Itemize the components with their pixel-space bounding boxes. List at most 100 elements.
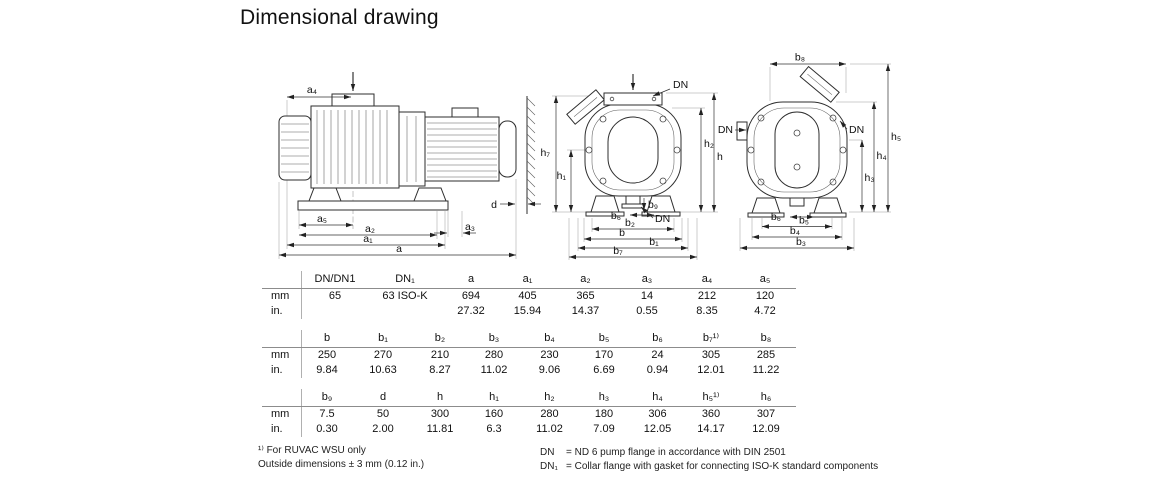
table-cell <box>262 389 302 406</box>
value-cell: 120 <box>755 290 775 302</box>
value-cell: 270 <box>373 349 393 361</box>
value-cell: 694 <box>461 290 481 302</box>
dim-label-h4: h₄ <box>877 150 887 162</box>
value-cell: 2.00 <box>372 423 394 435</box>
value-cell <box>368 304 442 319</box>
column-header: h₄ <box>652 391 663 403</box>
mounting-base <box>297 200 449 211</box>
dim-label-dn-bottom: DN <box>655 213 670 225</box>
casing-outline <box>566 89 682 217</box>
table-row-in: in. 0.30 2.00 11.81 6.3 11.02 7.09 12.05… <box>262 422 796 437</box>
column-header: b <box>323 332 331 344</box>
foot <box>413 187 447 202</box>
drain-port <box>625 195 641 205</box>
column-header: b₁ <box>378 332 388 344</box>
pump-bore <box>607 116 659 184</box>
column-header: h₃ <box>598 391 610 403</box>
dimensional-drawing: a₄ a₅ a₂ a₁ a a₃ d <box>278 52 901 260</box>
value-cell: 11.81 <box>426 423 454 435</box>
dim-label-b3: b₃ <box>796 236 806 248</box>
table-group-a: DN/DN1 DN₁ a a₁ a₂ a₃ a₄ a₅ mm 65 63 ISO… <box>262 271 796 319</box>
dim-label-a5: a₅ <box>317 213 327 225</box>
column-header: b₉ <box>321 391 333 403</box>
value-cell: 285 <box>756 349 776 361</box>
column-header: DN/DN1 <box>314 273 356 285</box>
value-cell: 11.02 <box>536 423 563 435</box>
column-header: h₂ <box>544 391 555 403</box>
value-cell: 9.06 <box>538 364 561 376</box>
dimensions-table: DN/DN1 DN₁ a a₁ a₂ a₃ a₄ a₅ mm 65 63 ISO… <box>262 271 796 448</box>
value-cell: 6.3 <box>486 423 502 435</box>
table-row-mm: mm 65 63 ISO-K 694 405 365 14 212 120 <box>262 289 796 304</box>
page-title: Dimensional drawing <box>240 6 439 29</box>
value-cell: 212 <box>697 290 717 302</box>
dim-label-b7: b₇ <box>613 245 623 257</box>
value-cell: 11.22 <box>752 364 780 376</box>
table-header-row: b₉ d h h₁ h₂ h₃ h₄ h₅¹⁾ h₆ <box>262 389 796 407</box>
column-header: b₆ <box>652 332 663 344</box>
pump-outline <box>278 93 536 214</box>
value-cell: 365 <box>576 290 595 302</box>
footnotes-right: DN= ND 6 pump flange in accordance with … <box>540 446 878 474</box>
dimension-lines <box>735 61 891 251</box>
column-header: a <box>467 273 475 285</box>
dim-label-h: h <box>717 151 723 163</box>
value-cell: 12.01 <box>697 364 725 376</box>
table-cell <box>262 271 302 288</box>
dim-label-a1: a₁ <box>363 233 373 245</box>
motor-end-cap <box>498 120 517 178</box>
inlet-flange <box>331 93 375 107</box>
column-header: d <box>379 391 387 403</box>
unit-label: in. <box>262 363 302 378</box>
pump-bore <box>774 111 820 189</box>
dim-label-d: d <box>491 199 497 211</box>
unit-label: mm <box>262 407 302 422</box>
value-cell: 50 <box>376 408 390 420</box>
value-cell: 15.94 <box>513 305 542 317</box>
dim-label-h5: h₅ <box>891 131 901 143</box>
table-header-row: b b₁ b₂ b₃ b₄ b₅ b₆ b₇¹⁾ b₈ <box>262 330 796 348</box>
value-cell: 12.05 <box>643 423 672 435</box>
column-header: a₅ <box>759 273 771 285</box>
dim-label-h2: h₂ <box>704 138 714 150</box>
value-cell: 4.72 <box>754 305 776 317</box>
footnote-dn1: DN₁= Collar flange with gasket for conne… <box>540 460 878 474</box>
value-cell: 405 <box>518 290 537 302</box>
column-header: a₂ <box>580 273 591 285</box>
value-cell: 6.69 <box>593 364 615 376</box>
unit-label: in. <box>262 304 302 319</box>
value-cell: 160 <box>484 408 504 420</box>
dimension-lines <box>279 72 541 258</box>
casing-outline <box>736 65 848 218</box>
column-header: a₄ <box>701 273 713 285</box>
dim-label-h3: h₃ <box>865 172 875 184</box>
drain-port <box>789 197 805 207</box>
value-cell: 307 <box>756 408 776 420</box>
value-cell: 7.5 <box>319 408 335 420</box>
value-cell: 170 <box>594 349 614 361</box>
value-cell: 63 ISO-K <box>382 290 428 302</box>
front-view: DN h₇ h₁ h₂ h b₆ b₉ DN b₂ b b₁ b₇ <box>541 74 723 260</box>
column-header: b₄ <box>544 332 555 344</box>
value-cell: 306 <box>648 408 667 420</box>
dim-label-b9: b₉ <box>648 199 658 211</box>
terminal-box <box>451 107 479 118</box>
column-header: a₁ <box>522 273 533 285</box>
dim-label-dn-top: DN <box>673 79 688 91</box>
value-cell: 305 <box>701 349 721 361</box>
value-cell: 7.09 <box>593 423 615 435</box>
value-cell: 24 <box>651 349 664 361</box>
dim-label-dn-left: DN <box>718 124 733 136</box>
table-header-row: DN/DN1 DN₁ a a₁ a₂ a₃ a₄ a₅ <box>262 271 796 289</box>
column-header: b₇¹⁾ <box>702 332 720 344</box>
table-cell <box>262 330 302 347</box>
coupling-housing <box>398 111 426 187</box>
side-port <box>566 89 605 125</box>
dim-label-b8: b₈ <box>795 52 805 64</box>
value-cell: 14.37 <box>571 305 600 317</box>
table-group-b: b b₁ b₂ b₃ b₄ b₅ b₆ b₇¹⁾ b₈ mm 250 270 2… <box>262 330 796 378</box>
table-row-in: in. 9.84 10.63 8.27 11.02 9.06 6.69 0.94… <box>262 363 796 378</box>
value-cell: 27.32 <box>457 305 485 317</box>
dim-label-b6: b₆ <box>611 210 621 222</box>
